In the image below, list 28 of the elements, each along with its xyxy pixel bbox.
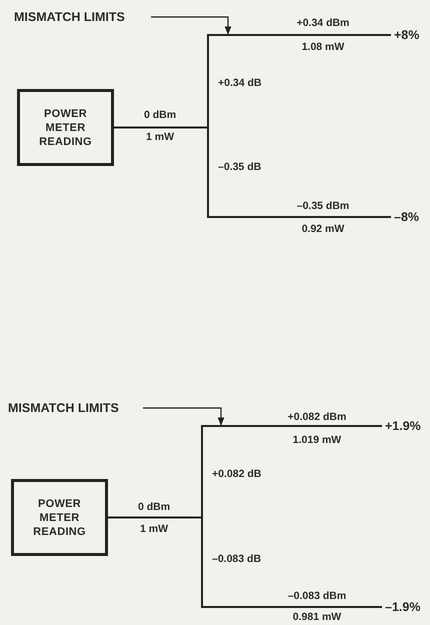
meter-reading-box: POWER METER READING [11, 479, 108, 556]
limit-percent: +1.9% [385, 419, 429, 433]
line-label: +0.34 dB [218, 77, 262, 90]
line-label: –0.083 dB [212, 553, 262, 566]
line-label: 1.019 mW [292, 434, 342, 447]
line-label: 1 mW [144, 131, 175, 144]
line-label: –0.35 dBm [296, 200, 350, 213]
line-label: +0.082 dB [212, 468, 262, 481]
meter-reading-box: POWER METER READING [17, 89, 114, 166]
line-label: –0.083 dBm [286, 590, 348, 603]
signal-line [114, 126, 391, 218]
signal-line [108, 516, 382, 608]
limit-percent: –8% [394, 210, 428, 224]
line-label: –0.35 dB [218, 161, 262, 174]
line-label: 0.92 mW [300, 223, 346, 236]
line-label: 0 dBm [142, 109, 178, 122]
callout-text: MISMATCH LIMITS [8, 401, 142, 415]
line-label: +0.082 dBm [286, 411, 348, 424]
line-label: 0.981 mW [292, 611, 342, 624]
line-label: 0 dBm [136, 501, 172, 514]
limit-percent: +8% [394, 28, 428, 42]
line-label: 1 mW [138, 523, 169, 536]
line-label: 1.08 mW [300, 41, 346, 54]
limit-percent: –1.9% [385, 600, 429, 614]
leader-line [151, 16, 232, 35]
line-label: +0.34 dBm [296, 17, 350, 30]
leader-line [143, 407, 224, 426]
callout-text: MISMATCH LIMITS [14, 10, 150, 24]
